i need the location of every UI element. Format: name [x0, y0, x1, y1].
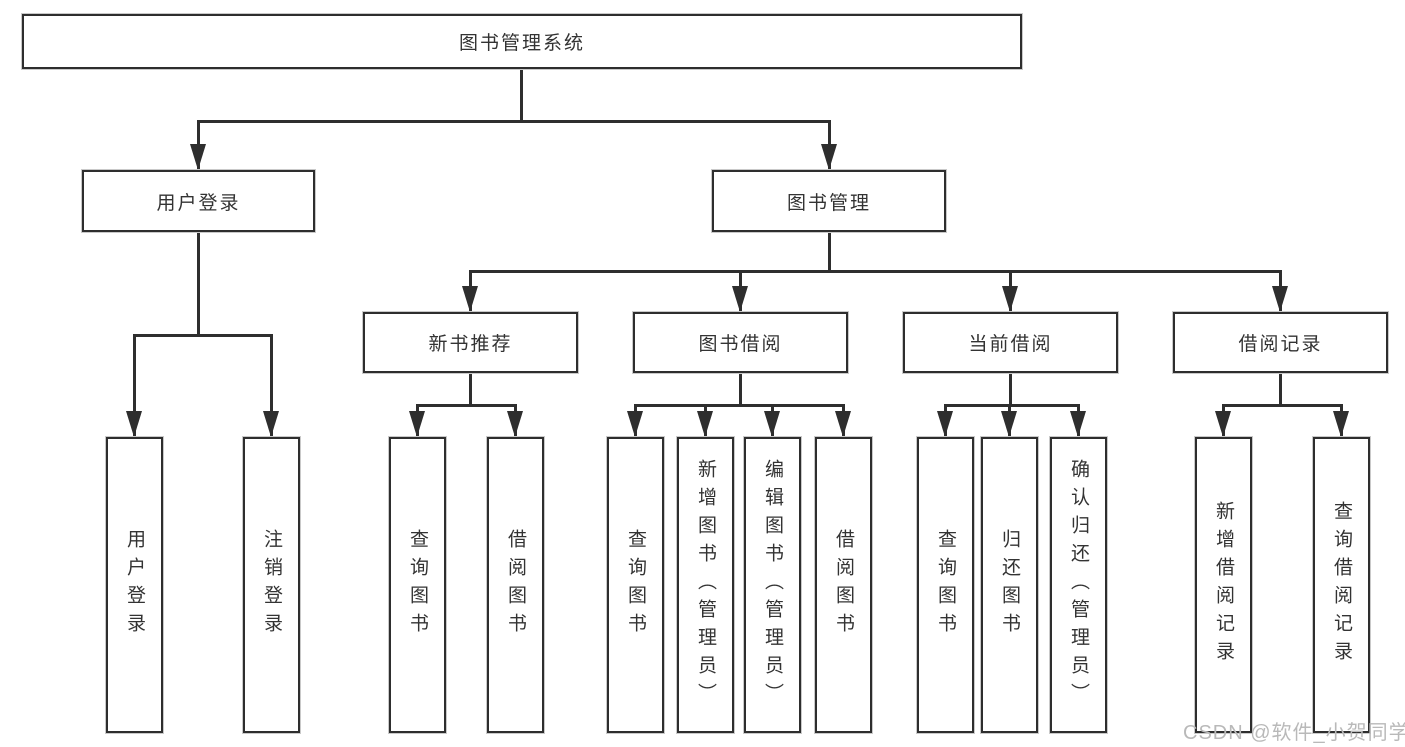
node-book-management: 图书管理: [712, 170, 946, 232]
arrow-down-icon: [1001, 411, 1017, 437]
node-label: 新增图书（管理员）: [695, 459, 716, 711]
node-new-book-recommendation: 新书推荐: [363, 312, 578, 373]
arrow-down-icon: [1333, 411, 1349, 437]
arrow-down-icon: [764, 411, 780, 437]
leaf-query-borrow-record: 查询借阅记录: [1313, 437, 1370, 733]
connector-line: [416, 404, 517, 407]
leaf-confirm-return-admin: 确认归还（管理员）: [1050, 437, 1107, 733]
connector-line: [1222, 404, 1343, 407]
node-label: 用户登录: [156, 192, 241, 214]
connector-line: [944, 404, 1080, 407]
node-label: 归还图书: [999, 529, 1020, 641]
leaf-add-borrow-record: 新增借阅记录: [1195, 437, 1252, 733]
arrow-down-icon: [821, 144, 837, 170]
arrow-down-icon: [126, 411, 142, 437]
node-label: 借阅图书: [505, 529, 526, 641]
arrow-down-icon: [1002, 286, 1018, 312]
connector-line: [520, 69, 523, 122]
leaf-query-books-newbook: 查询图书: [389, 437, 446, 733]
leaf-query-books-borrow: 查询图书: [607, 437, 664, 733]
node-label: 图书管理系统: [458, 33, 585, 54]
leaf-user-login: 用户登录: [106, 437, 163, 733]
node-label: 查询图书: [407, 529, 428, 641]
node-book-borrowing: 图书借阅: [633, 312, 848, 373]
leaf-logout: 注销登录: [243, 437, 300, 733]
node-label: 借阅图书: [833, 529, 854, 641]
node-current-borrowing: 当前借阅: [903, 312, 1118, 373]
node-label: 新书推荐: [428, 334, 513, 355]
connector-line: [133, 334, 273, 337]
arrow-down-icon: [409, 411, 425, 437]
connector-line: [469, 373, 472, 406]
connector-line: [197, 120, 831, 123]
node-label: 借阅记录: [1238, 334, 1323, 355]
connector-line: [828, 232, 831, 273]
leaf-edit-book-admin: 编辑图书（管理员）: [744, 437, 801, 733]
node-label: 查询借阅记录: [1331, 501, 1352, 669]
connector-line: [133, 334, 136, 437]
arrow-down-icon: [1272, 286, 1288, 312]
leaf-return-books: 归还图书: [981, 437, 1038, 733]
arrow-down-icon: [835, 411, 851, 437]
leaf-query-books-current: 查询图书: [917, 437, 974, 733]
node-label: 新增借阅记录: [1213, 501, 1234, 669]
leaf-borrow-books-newbook: 借阅图书: [487, 437, 544, 733]
connector-line: [197, 232, 200, 336]
connector-line: [270, 334, 273, 437]
arrow-down-icon: [263, 411, 279, 437]
arrow-down-icon: [732, 286, 748, 312]
connector-line: [634, 404, 845, 407]
node-label: 用户登录: [124, 529, 145, 641]
csdn-watermark: CSDN @软件_小贺同学: [1183, 722, 1405, 744]
node-label: 编辑图书（管理员）: [762, 459, 783, 711]
connector-line: [1009, 373, 1012, 406]
connector-line: [1279, 373, 1282, 406]
connector-line: [469, 270, 1282, 273]
node-label: 图书借阅: [698, 334, 783, 355]
arrow-down-icon: [627, 411, 643, 437]
node-borrowing-records: 借阅记录: [1173, 312, 1388, 373]
node-label: 图书管理: [786, 192, 871, 214]
arrow-down-icon: [507, 411, 523, 437]
node-label: 确认归还（管理员）: [1068, 459, 1089, 711]
node-label: 注销登录: [261, 529, 282, 641]
node-label: 当前借阅: [968, 334, 1053, 355]
leaf-borrow-books-borrow: 借阅图书: [815, 437, 872, 733]
arrow-down-icon: [937, 411, 953, 437]
node-label: 查询图书: [625, 529, 646, 641]
arrow-down-icon: [697, 411, 713, 437]
arrow-down-icon: [1215, 411, 1231, 437]
arrow-down-icon: [462, 286, 478, 312]
leaf-add-book-admin: 新增图书（管理员）: [677, 437, 734, 733]
connector-line: [739, 373, 742, 406]
node-label: 查询图书: [935, 529, 956, 641]
node-user-login: 用户登录: [82, 170, 315, 232]
arrow-down-icon: [190, 144, 206, 170]
node-library-system-root: 图书管理系统: [22, 14, 1022, 69]
arrow-down-icon: [1070, 411, 1086, 437]
